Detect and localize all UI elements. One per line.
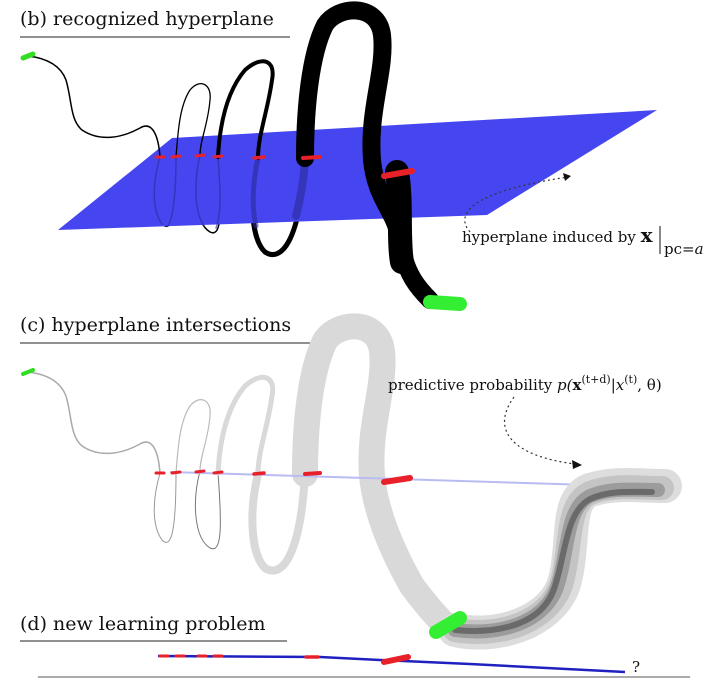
- projected-hyperplane-line: [169, 471, 591, 486]
- intersection-marks-d: [158, 654, 411, 665]
- predictive-annotation: predictive probability p(x(t+d)|x(t), θ): [388, 373, 662, 394]
- trajectory-end-marker-c: [429, 611, 467, 639]
- hyperplane-subscript: pc=a: [664, 240, 704, 258]
- arrow-head-icon: [563, 173, 571, 181]
- arrow-head-icon-2: [572, 460, 582, 469]
- faded-trajectory: [27, 313, 461, 641]
- panel-d: (d) new learning problem ?: [20, 613, 690, 678]
- trajectory-front: [27, 1, 439, 309]
- unknown-end-marker: ?: [632, 658, 640, 676]
- predictive-band: [438, 468, 682, 650]
- predictive-annotation-arrow: [503, 396, 576, 465]
- hyperplane: [58, 110, 657, 230]
- intersection-marks-c: [154, 469, 413, 485]
- trajectory-start-marker-c: [21, 368, 35, 376]
- panel-c: (c) hyperplane intersections: [20, 313, 682, 650]
- hyperplane-annotation: hyperplane induced by x: [462, 223, 654, 247]
- panel-d-title: (d) new learning problem: [20, 613, 265, 635]
- trajectory-end-marker: [423, 295, 467, 311]
- trajectory-start-marker: [20, 51, 36, 61]
- panel-b-title: (b) recognized hyperplane: [20, 8, 274, 30]
- panel-b: (b) recognized hyperplane: [20, 1, 704, 311]
- intersection-marks-b: [154, 153, 415, 179]
- learning-problem-line: [157, 654, 626, 674]
- panel-c-title: (c) hyperplane intersections: [20, 314, 291, 336]
